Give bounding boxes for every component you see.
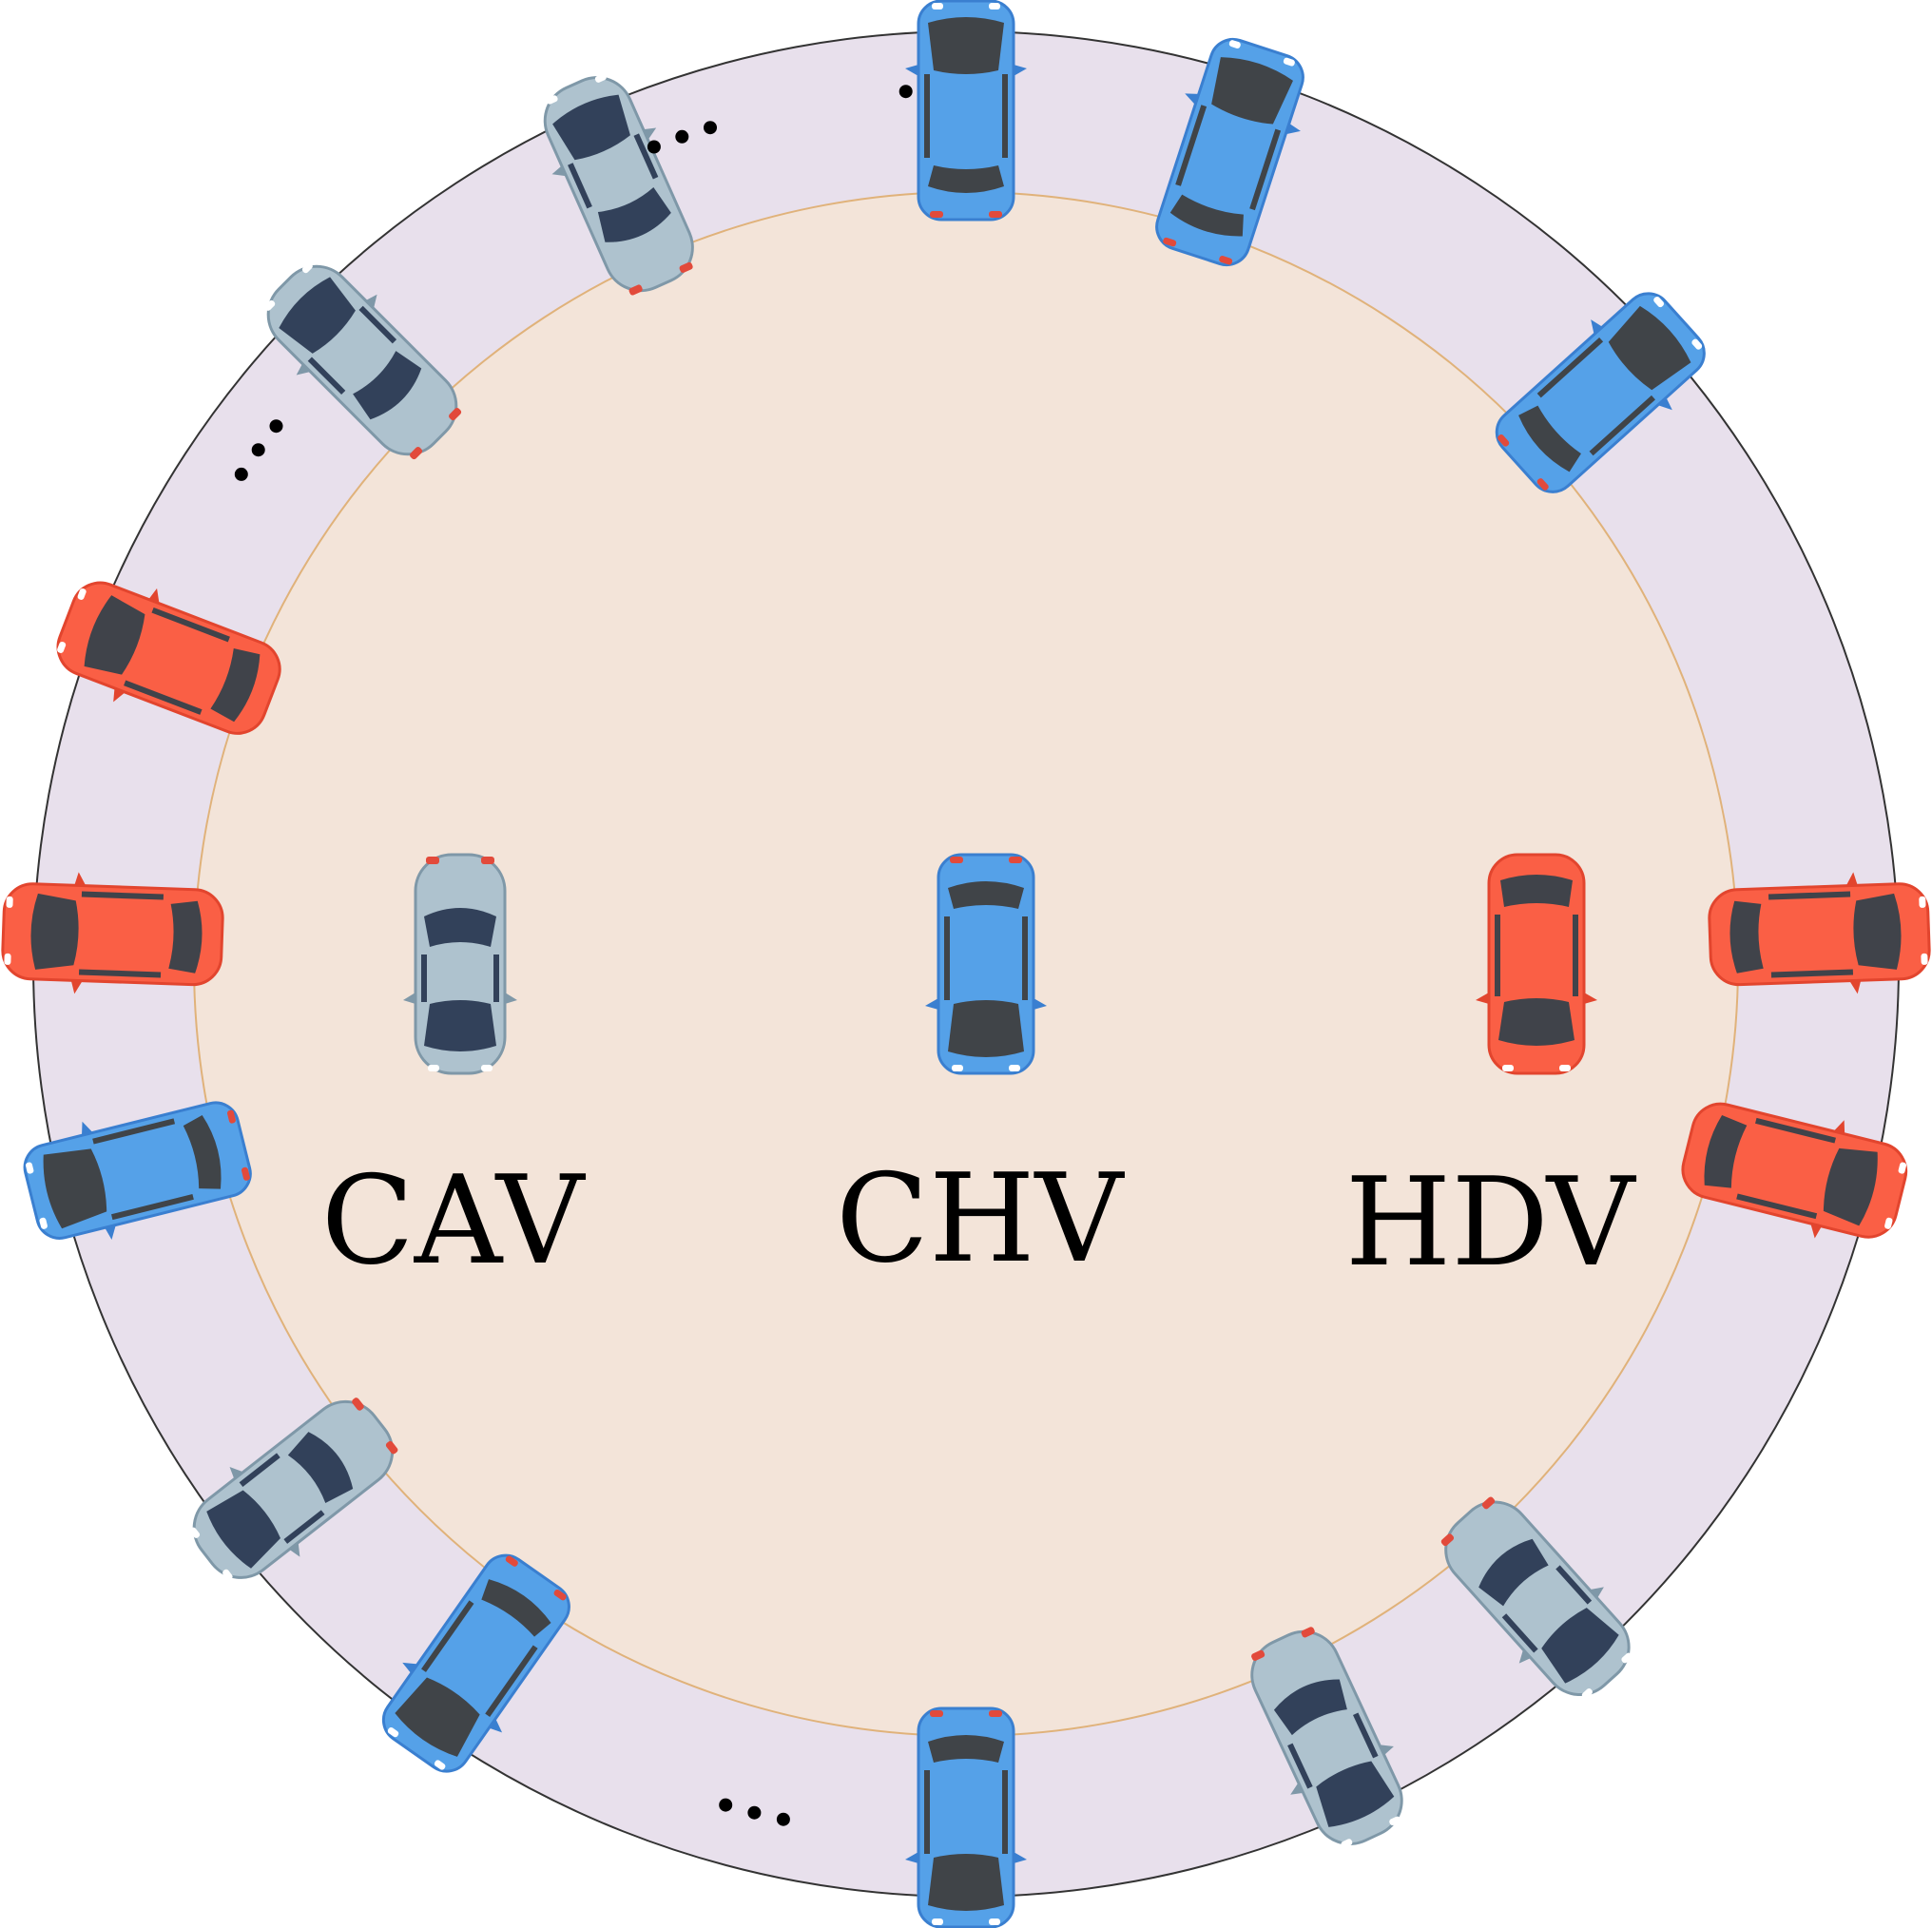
ellipsis-marker [719,1798,790,1826]
ellipsis-dot [269,419,283,434]
ellipsis-dot [234,467,248,481]
ring-car-chv [903,1706,1029,1928]
ellipsis-dot [647,140,661,154]
ellipsis-dot [719,1798,733,1812]
legend-label-hdv: HDV [1345,1152,1637,1294]
legend-label-chv: CHV [836,1148,1126,1290]
ring-car-hdv [1706,868,1932,1001]
ellipsis-dot [776,1812,790,1826]
ring-car-hdv [0,868,226,1001]
ellipsis-dot [704,121,717,135]
ellipsis-marker [647,121,717,154]
vehicle-legend: CAV CHV HDV [321,853,1637,1294]
ellipsis-marker [234,419,283,481]
legend-chv-icon [923,853,1049,1075]
ellipsis-dot [251,443,265,457]
ellipsis-dot [898,85,913,99]
ring-car-chv [903,0,1029,222]
legend-hdv-icon [1474,853,1599,1075]
legend-label-cav: CAV [321,1150,587,1292]
ellipsis-dot [675,129,689,144]
ellipsis-dot [747,1805,762,1820]
legend-cav-icon [401,853,519,1075]
